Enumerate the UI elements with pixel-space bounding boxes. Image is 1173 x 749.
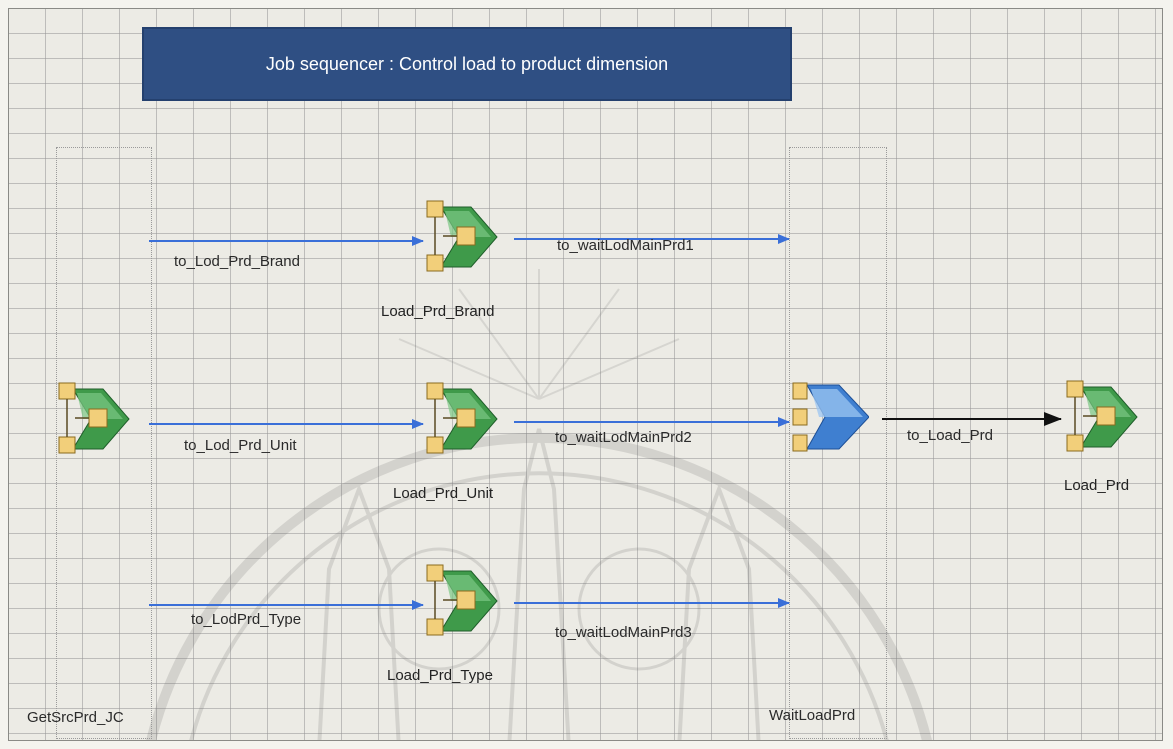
links-layer [149, 234, 1062, 610]
job-activity-load-prd-unit-icon[interactable] [419, 379, 499, 459]
link-label-to-waitlodmainprd1: to_waitLodMainPrd1 [557, 237, 694, 254]
wait-region[interactable] [789, 147, 887, 739]
job-activity-load-prd-icon[interactable] [1059, 377, 1139, 457]
link-label-to-lodprd-type: to_LodPrd_Type [191, 611, 302, 628]
stage-label-load-prd: Load_Prd [1064, 477, 1130, 494]
stage-label-load-prd-type: Load_Prd_Type [387, 667, 493, 684]
link-label-to-lod-prd-brand: to_Lod_Prd_Brand [174, 253, 300, 270]
region-label-waitloadprd: WaitLoadPrd [769, 707, 856, 724]
job-activity-load-prd-brand-icon[interactable] [419, 197, 499, 277]
link-label-to-lod-prd-unit: to_Lod_Prd_Unit [184, 437, 297, 454]
job-sequence-canvas[interactable]: Job sequencer : Control load to product … [8, 8, 1163, 741]
sequencer-wait-icon[interactable] [789, 377, 869, 457]
link-label-to-waitlodmainprd3: to_waitLodMainPrd3 [555, 624, 692, 641]
stage-label-load-prd-unit: Load_Prd_Unit [393, 485, 494, 502]
region-label-getsrcprd-jc: GetSrcPrd_JC [27, 709, 124, 726]
source-job-activity-icon[interactable] [51, 379, 131, 459]
link-label-to-waitlodmainprd2: to_waitLodMainPrd2 [555, 429, 692, 446]
job-sequencer-banner: Job sequencer : Control load to product … [142, 27, 792, 101]
stage-label-load-prd-brand: Load_Prd_Brand [381, 303, 495, 320]
source-region[interactable] [56, 147, 152, 739]
link-label-to-load-prd: to_Load_Prd [907, 427, 993, 444]
job-activity-load-prd-type-icon[interactable] [419, 561, 499, 641]
banner-title: Job sequencer : Control load to product … [265, 53, 669, 74]
